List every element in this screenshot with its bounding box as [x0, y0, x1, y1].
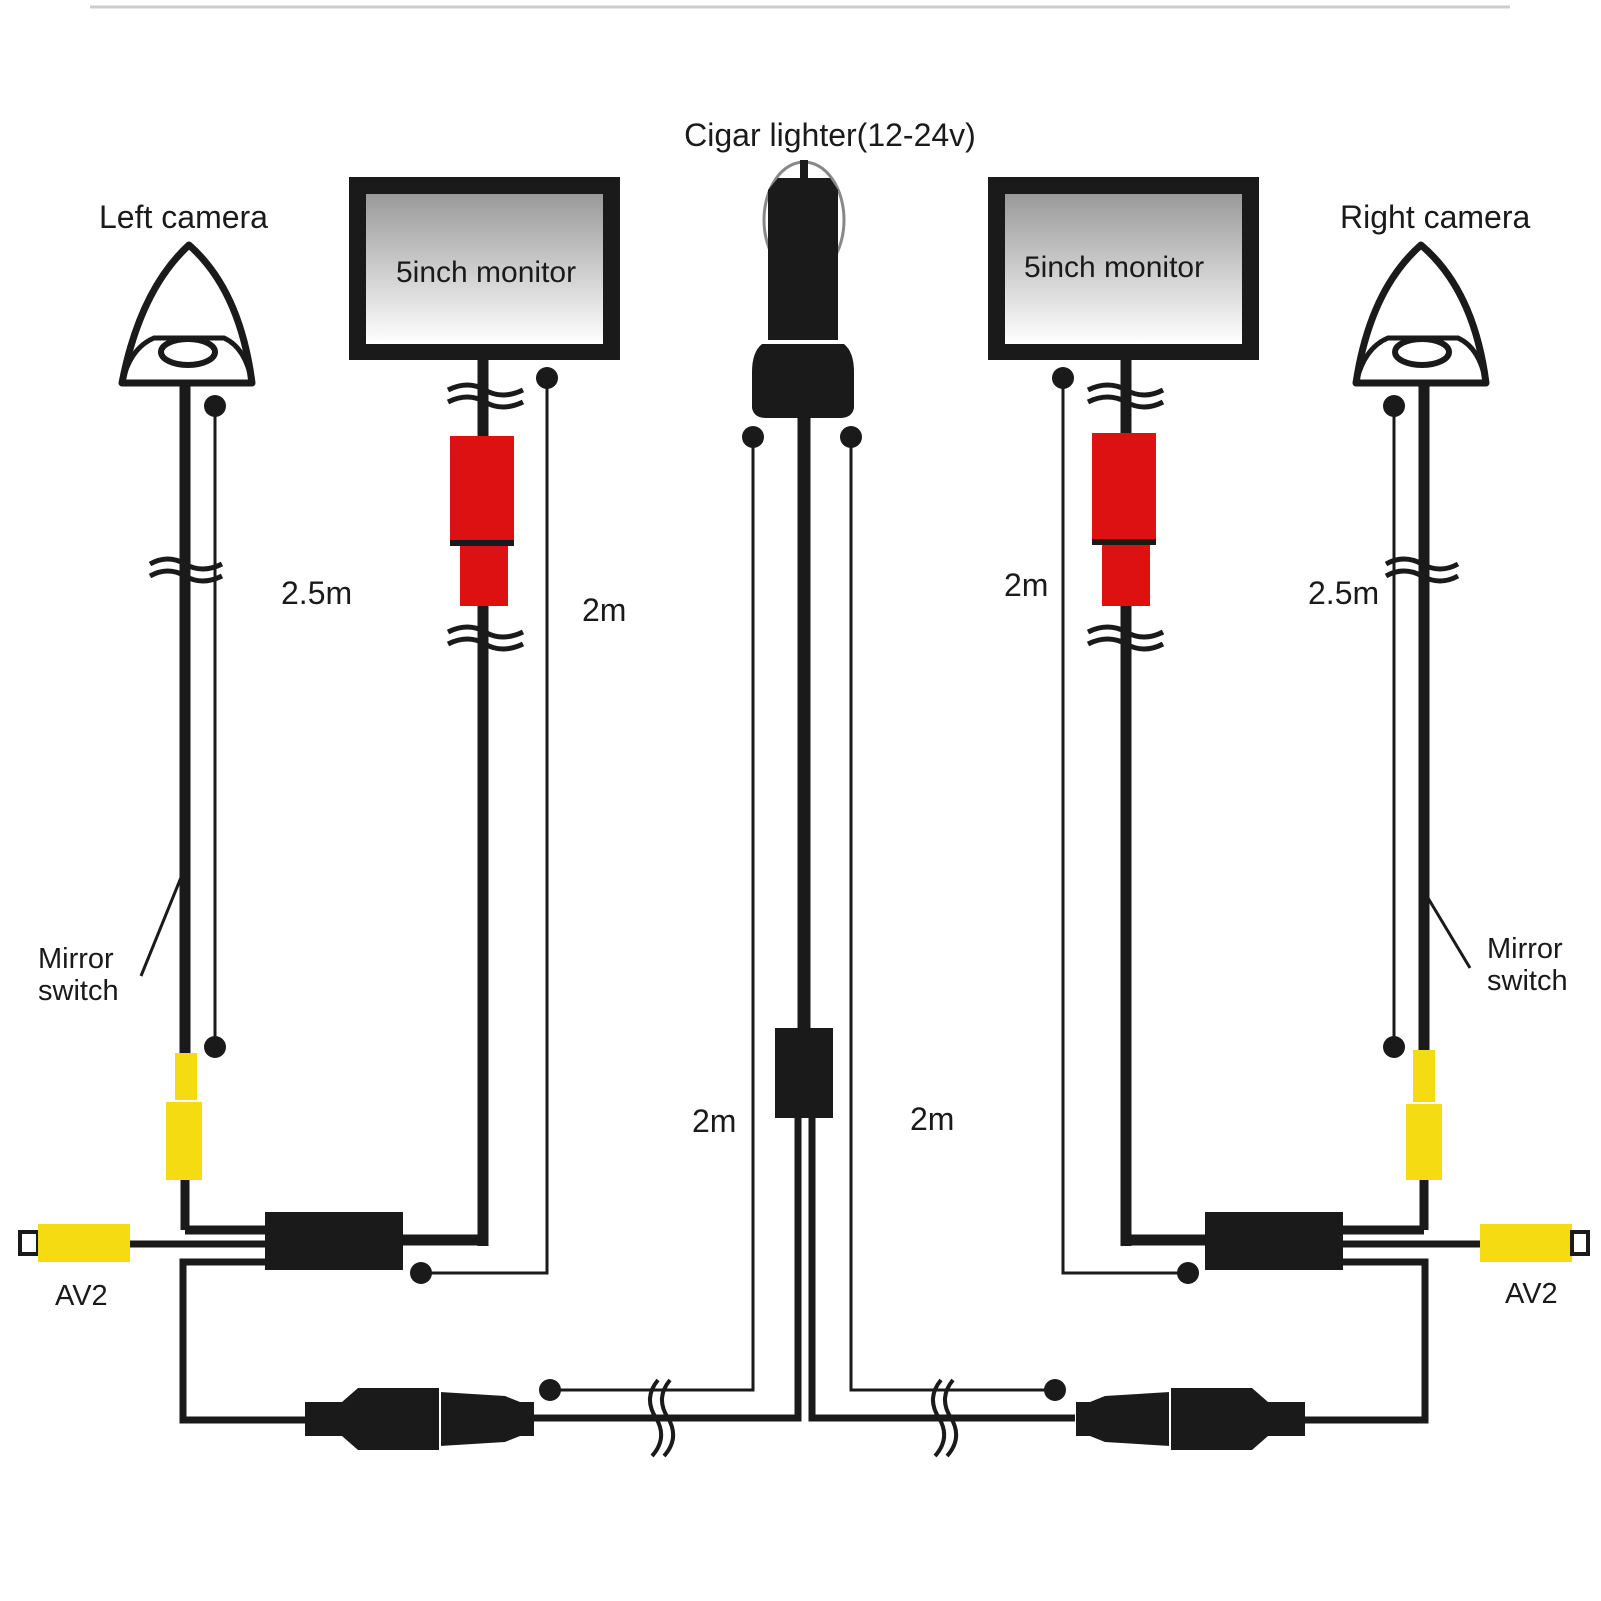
- left-camera-length-marker: [204, 395, 226, 1058]
- right-camera-label: Right camera: [1340, 199, 1531, 235]
- right-monitor-label: 5inch monitor: [1024, 251, 1204, 284]
- right-monitor-cable: [1086, 360, 1205, 1246]
- left-monitor-cable: [403, 360, 525, 1246]
- right-monitor-length-marker: [1052, 367, 1199, 1284]
- left-camera-label: Left camera: [99, 199, 268, 235]
- right-power-length-marker: [840, 426, 1066, 1401]
- right-camera-icon: [1352, 241, 1490, 387]
- left-mirror-switch-pointer: [139, 874, 184, 977]
- left-mirror-switch-label-line1: Mirror: [38, 943, 114, 975]
- right-camera-cable-length: 2.5m: [1308, 575, 1379, 611]
- left-monitor-label: 5inch monitor: [396, 256, 576, 289]
- right-mirror-switch-label-line2: switch: [1487, 965, 1568, 997]
- left-monitor-length-marker: [410, 367, 558, 1284]
- left-av2-label: AV2: [55, 1280, 108, 1312]
- right-power-loop: [1305, 1258, 1429, 1424]
- left-power-loop: [179, 1258, 305, 1424]
- right-power-cable-length: 2m: [910, 1101, 954, 1137]
- right-camera-rca-connector: [1406, 1050, 1442, 1180]
- left-monitor: [349, 177, 620, 360]
- left-mirror-switch-label-line2: switch: [38, 975, 119, 1007]
- left-camera-icon: [118, 241, 256, 387]
- left-monitor-cable-length: 2m: [582, 592, 626, 628]
- left-power-connector: [305, 1388, 534, 1450]
- left-camera-rca-connector: [166, 1053, 202, 1180]
- cigar-lighter-label: Cigar lighter(12-24v): [684, 117, 976, 153]
- right-power-branch: [808, 1378, 1075, 1458]
- right-mirror-switch-pointer: [1426, 897, 1472, 969]
- left-av2-connector: [18, 1224, 265, 1262]
- right-av2-label: AV2: [1505, 1278, 1558, 1310]
- right-monitor-cable-length: 2m: [1004, 567, 1048, 603]
- right-camera-length-marker: [1383, 395, 1405, 1058]
- right-junction-box: [1205, 1212, 1343, 1270]
- left-power-length-marker: [539, 426, 764, 1401]
- cigar-lighter-plug: [752, 160, 854, 418]
- power-cable-main: [775, 418, 833, 1408]
- right-power-connector: [1076, 1388, 1305, 1450]
- right-camera-cable: [1343, 386, 1460, 1235]
- left-power-branch: [530, 1378, 802, 1458]
- left-camera-cable: [148, 386, 265, 1235]
- left-camera-cable-length: 2.5m: [281, 575, 352, 611]
- right-av2-connector: [1343, 1224, 1590, 1262]
- right-monitor: [988, 177, 1259, 360]
- left-junction-box: [265, 1212, 403, 1270]
- right-mirror-switch-label-line1: Mirror: [1487, 933, 1563, 965]
- left-power-cable-length: 2m: [692, 1103, 736, 1139]
